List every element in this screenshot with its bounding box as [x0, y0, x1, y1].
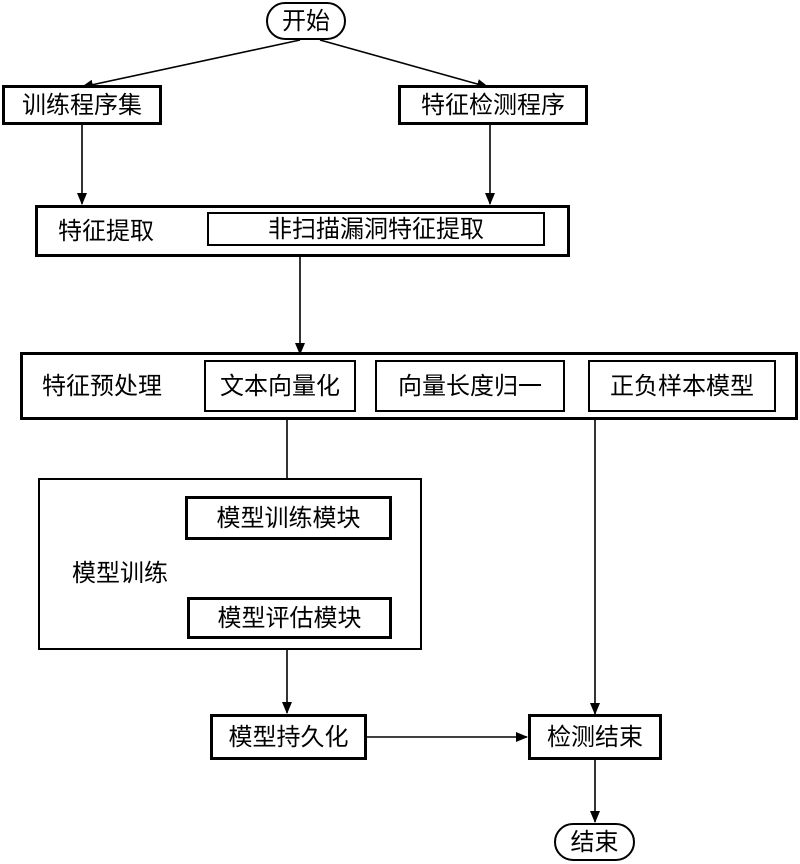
feature-detect-label: 特征检测程序 — [421, 91, 565, 119]
train-module-box — [185, 496, 392, 540]
feature-detect-box — [398, 85, 588, 125]
non-scan-extract-label: 非扫描漏洞特征提取 — [268, 215, 484, 243]
detect-end-label: 检测结束 — [547, 723, 643, 751]
eval-module-box — [187, 597, 392, 639]
samples-model-label: 正负样本模型 — [610, 372, 754, 400]
detect-end-box — [528, 714, 662, 760]
samples-model-box — [588, 360, 776, 412]
training-set-label: 训练程序集 — [22, 91, 142, 119]
normalize-label: 向量长度归一 — [398, 372, 542, 400]
persist-box — [210, 714, 367, 760]
arrow-start-to-feature-detect — [319, 39, 489, 89]
start-node — [266, 2, 346, 40]
start-label: 开始 — [282, 7, 330, 35]
training-set-box — [2, 85, 162, 125]
vectorize-label: 文本向量化 — [220, 372, 340, 400]
vectorize-box — [204, 360, 356, 412]
arrow-start-to-training-set — [81, 39, 301, 90]
end-label: 结束 — [570, 828, 619, 856]
preprocess-label: 特征预处理 — [42, 372, 162, 400]
normalize-box — [375, 360, 565, 412]
feature-extract-label: 特征提取 — [58, 217, 154, 245]
eval-module-label: 模型评估模块 — [217, 604, 362, 632]
non-scan-extract-box — [207, 212, 545, 246]
persist-label: 模型持久化 — [228, 723, 349, 751]
model-training-label: 模型训练 — [72, 559, 168, 587]
train-module-label: 模型训练模块 — [216, 504, 361, 532]
end-node — [554, 823, 635, 861]
